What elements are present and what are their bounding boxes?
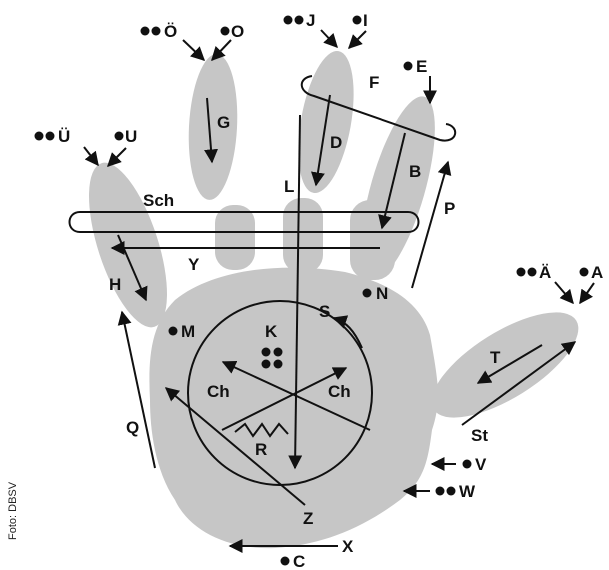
- label-o: O: [231, 22, 244, 41]
- dot-u: [114, 131, 124, 141]
- stroke-s: [332, 315, 363, 349]
- label-g: G: [217, 113, 230, 132]
- knuckle-2: [283, 198, 323, 273]
- palm-shape: [149, 267, 438, 549]
- dot-o: [220, 26, 230, 36]
- dot-k-4: [273, 359, 283, 369]
- strokes: [110, 94, 577, 553]
- label-u: U: [125, 127, 137, 146]
- tap-arrow-i: [348, 30, 367, 49]
- label-ue: Ü: [58, 127, 70, 146]
- dot-ae-1: [516, 267, 526, 277]
- tap-arrow-a: [579, 282, 595, 305]
- label-ch-right: Ch: [328, 382, 351, 401]
- tap-arrows: [83, 29, 595, 305]
- dot-v: [462, 459, 472, 469]
- label-b: B: [409, 162, 421, 181]
- label-p: P: [444, 199, 455, 218]
- stroke-l: [288, 114, 303, 470]
- label-k: K: [265, 322, 278, 341]
- label-y: Y: [188, 255, 200, 274]
- label-j: J: [306, 11, 315, 30]
- label-q: Q: [126, 418, 139, 437]
- hand-silhouette: [89, 50, 579, 549]
- dot-j-1: [283, 15, 293, 25]
- dot-ae-2: [527, 267, 537, 277]
- dot-w-1: [435, 486, 445, 496]
- label-d: D: [330, 133, 342, 152]
- tap-arrow-ae: [554, 281, 574, 305]
- label-f: F: [369, 73, 379, 92]
- index-finger-shape: [89, 162, 167, 328]
- dots: [34, 15, 589, 566]
- dot-ue-1: [34, 131, 44, 141]
- thumb-shape: [431, 312, 579, 418]
- label-e: E: [416, 57, 427, 76]
- bracket-sch: [68, 211, 420, 233]
- stroke-d: [311, 94, 331, 187]
- stroke-q: [117, 310, 156, 469]
- label-ch-left: Ch: [207, 382, 230, 401]
- tap-arrow-oe: [182, 39, 206, 61]
- tap-arrow-u: [107, 147, 127, 167]
- label-h: H: [109, 275, 121, 294]
- knuckle-1: [215, 205, 255, 270]
- stroke-st: [461, 341, 577, 426]
- dot-i: [352, 15, 362, 25]
- label-v: V: [475, 455, 487, 474]
- photo-credit: Foto: DBSV: [7, 481, 19, 540]
- label-ae: Ä: [539, 263, 551, 282]
- label-n: N: [376, 284, 388, 303]
- dot-oe-1: [140, 26, 150, 36]
- label-x: X: [342, 537, 354, 556]
- dot-n: [362, 288, 372, 298]
- stroke-b: [378, 132, 406, 230]
- tap-arrow-ue: [83, 146, 99, 167]
- stroke-ch-right: [221, 367, 348, 431]
- label-w: W: [459, 482, 476, 501]
- label-l: L: [284, 177, 294, 196]
- dot-k-2: [273, 347, 283, 357]
- letter-labels: Ö O J I E F G D L B Ü U Sch P Y H N Ä A …: [58, 11, 603, 570]
- label-a: A: [591, 263, 603, 282]
- label-z: Z: [303, 509, 313, 528]
- label-i: I: [363, 11, 368, 30]
- stroke-r-zigzag: [234, 422, 289, 438]
- tap-arrow-o: [211, 39, 232, 62]
- stroke-ch-left: [221, 360, 371, 431]
- dot-k-3: [261, 359, 271, 369]
- stroke-t: [476, 344, 543, 384]
- label-m: M: [181, 322, 195, 341]
- label-st: St: [471, 426, 488, 445]
- stroke-g: [204, 97, 218, 164]
- dot-a: [579, 267, 589, 277]
- bracket-f: [300, 75, 456, 142]
- label-c: C: [293, 552, 305, 570]
- tap-arrow-j: [320, 29, 338, 49]
- stroke-z: [164, 387, 306, 506]
- dot-w-2: [446, 486, 456, 496]
- label-sch: Sch: [143, 191, 174, 210]
- stroke-h: [117, 234, 148, 302]
- dot-c: [280, 556, 290, 566]
- dot-ue-2: [45, 131, 55, 141]
- dot-k-1: [261, 347, 271, 357]
- dot-e: [403, 61, 413, 71]
- label-r: R: [255, 440, 267, 459]
- dot-oe-2: [151, 26, 161, 36]
- dot-m: [168, 326, 178, 336]
- dot-j-2: [294, 15, 304, 25]
- stroke-p: [411, 160, 452, 289]
- little-finger-shape: [188, 54, 238, 200]
- label-t: T: [490, 348, 501, 367]
- label-oe: Ö: [164, 22, 177, 41]
- label-s: S: [319, 302, 330, 321]
